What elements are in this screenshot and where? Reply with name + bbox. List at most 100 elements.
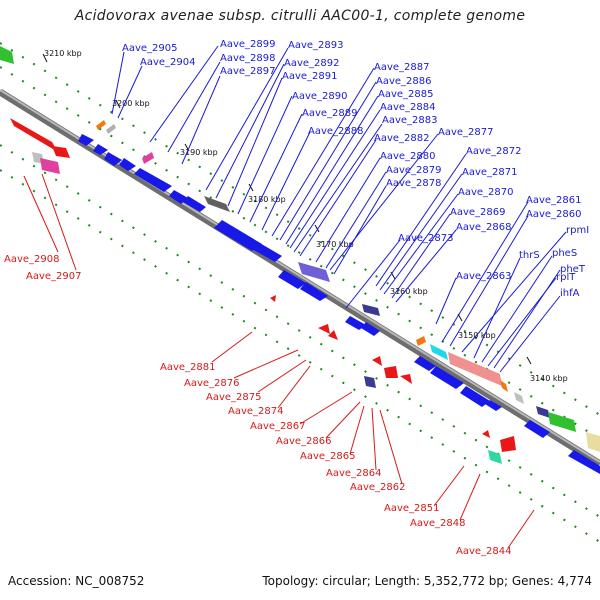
gene-label: Aave_2879 bbox=[386, 165, 442, 176]
gene-label: Aave_2889 bbox=[302, 108, 358, 119]
gene-label: Aave_2880 bbox=[380, 151, 436, 162]
track-guides bbox=[0, 42, 600, 543]
reverse-gene bbox=[500, 436, 516, 452]
forward-gene bbox=[119, 158, 136, 171]
reverse-gene bbox=[384, 366, 398, 378]
gene-label: Aave_2873 bbox=[398, 233, 454, 244]
forward-gene bbox=[169, 190, 188, 204]
feature-box bbox=[548, 412, 576, 432]
forward-gene bbox=[485, 400, 502, 411]
kbp-label: 3160 kbp bbox=[390, 287, 428, 296]
forward-gene bbox=[430, 366, 464, 389]
feature-box bbox=[204, 196, 230, 212]
feature-box bbox=[142, 152, 154, 164]
gene-label: Aave_2877 bbox=[438, 127, 494, 138]
gene-label: Aave_2905 bbox=[122, 43, 178, 54]
forward-gene-labels: Aave_2905 Aave_2904 Aave_2899 Aave_2898 … bbox=[122, 39, 589, 299]
gene-label: pheT bbox=[560, 264, 586, 275]
gene-label: Aave_2904 bbox=[140, 57, 196, 68]
gene-label: Aave_2897 bbox=[220, 66, 276, 77]
gene-label: Aave_2868 bbox=[456, 222, 512, 233]
feature-box bbox=[40, 158, 60, 174]
feature-box bbox=[416, 336, 426, 346]
gene-label: Aave_2871 bbox=[462, 167, 518, 178]
gene-label: Aave_2899 bbox=[220, 39, 276, 50]
gene-label: rpmI bbox=[566, 225, 589, 236]
gene-label: Aave_2887 bbox=[374, 62, 430, 73]
gene-label: Aave_2872 bbox=[466, 146, 522, 157]
gene-label: Aave_2907 bbox=[26, 271, 82, 282]
forward-gene bbox=[568, 450, 600, 474]
forward-gene bbox=[93, 144, 108, 155]
forward-gene bbox=[252, 242, 282, 262]
kbp-label: 3140 kbp bbox=[530, 374, 568, 383]
reverse-gene bbox=[318, 324, 330, 334]
kbp-label: 3180 kbp bbox=[248, 195, 286, 204]
gene-label: Aave_2875 bbox=[206, 392, 262, 403]
genome-map: 3210 kbp 3200 kbp 3190 kbp 3180 kbp 3170… bbox=[0, 39, 600, 557]
reverse-gene bbox=[10, 118, 58, 152]
feature-box bbox=[96, 120, 106, 130]
feature-box bbox=[536, 406, 550, 418]
gene-label: Aave_2878 bbox=[386, 178, 442, 189]
forward-gene bbox=[78, 134, 94, 146]
reverse-gene bbox=[482, 430, 490, 438]
accession-text: Accession: NC_008752 bbox=[8, 574, 145, 588]
feature-box bbox=[364, 376, 376, 388]
feature-box bbox=[514, 392, 524, 404]
kbp-label: 3210 kbp bbox=[44, 49, 82, 58]
feature-box bbox=[488, 450, 502, 464]
reverse-gene bbox=[328, 330, 338, 340]
genome-summary-text: Topology: circular; Length: 5,352,772 bp… bbox=[262, 574, 592, 588]
forward-gene bbox=[104, 152, 122, 166]
reverse-gene bbox=[372, 356, 382, 366]
forward-leaders bbox=[111, 45, 567, 373]
gene-label: ihfA bbox=[560, 288, 580, 299]
reverse-gene bbox=[270, 295, 276, 302]
feature-box bbox=[0, 46, 14, 64]
kbp-label: 3170 kbp bbox=[316, 240, 354, 249]
forward-gene bbox=[278, 270, 306, 289]
map-title: Acidovorax avenae subsp. citrulli AAC00-… bbox=[74, 8, 526, 24]
gene-label: Aave_2848 bbox=[410, 518, 466, 529]
gene-label: Aave_2865 bbox=[300, 451, 356, 462]
forward-gene bbox=[134, 168, 172, 192]
reverse-genes bbox=[10, 118, 516, 452]
forward-gene bbox=[361, 322, 380, 336]
gene-label: Aave_2898 bbox=[220, 53, 276, 64]
forward-genes bbox=[78, 134, 600, 474]
forward-gene bbox=[524, 420, 550, 438]
forward-features bbox=[0, 46, 600, 452]
feature-box bbox=[500, 380, 508, 392]
gene-label: Aave_2851 bbox=[384, 503, 440, 514]
gene-label: Aave_2908 bbox=[4, 254, 60, 265]
gene-label: Aave_2890 bbox=[292, 91, 348, 102]
reverse-gene bbox=[52, 146, 70, 158]
gene-label: Aave_2885 bbox=[378, 89, 434, 100]
feature-box bbox=[362, 304, 380, 316]
reverse-features bbox=[32, 152, 502, 464]
gene-label: Aave_2869 bbox=[450, 207, 506, 218]
gene-label: Aave_2881 bbox=[160, 362, 216, 373]
gene-label: Aave_2891 bbox=[282, 71, 338, 82]
feature-box bbox=[106, 124, 116, 134]
gene-label: Aave_2884 bbox=[380, 102, 436, 113]
gene-label: Aave_2867 bbox=[250, 421, 306, 432]
forward-gene bbox=[345, 316, 366, 330]
gene-label: Aave_2874 bbox=[228, 406, 284, 417]
forward-gene bbox=[460, 386, 490, 407]
gene-label: Aave_2883 bbox=[382, 115, 438, 126]
gene-label: thrS bbox=[519, 250, 540, 261]
gene-label: Aave_2876 bbox=[184, 378, 240, 389]
gene-label: Aave_2861 bbox=[526, 195, 582, 206]
forward-gene bbox=[414, 356, 436, 371]
forward-gene bbox=[214, 220, 262, 251]
gene-label: Aave_2860 bbox=[526, 209, 582, 220]
gene-label: Aave_2844 bbox=[456, 546, 512, 557]
gene-label: Aave_2882 bbox=[374, 133, 430, 144]
reverse-leaders bbox=[23, 173, 535, 549]
gene-label: Aave_2888 bbox=[308, 126, 364, 137]
feature-box bbox=[430, 344, 448, 360]
gene-label: Aave_2886 bbox=[376, 76, 432, 87]
reverse-gene bbox=[400, 374, 412, 384]
